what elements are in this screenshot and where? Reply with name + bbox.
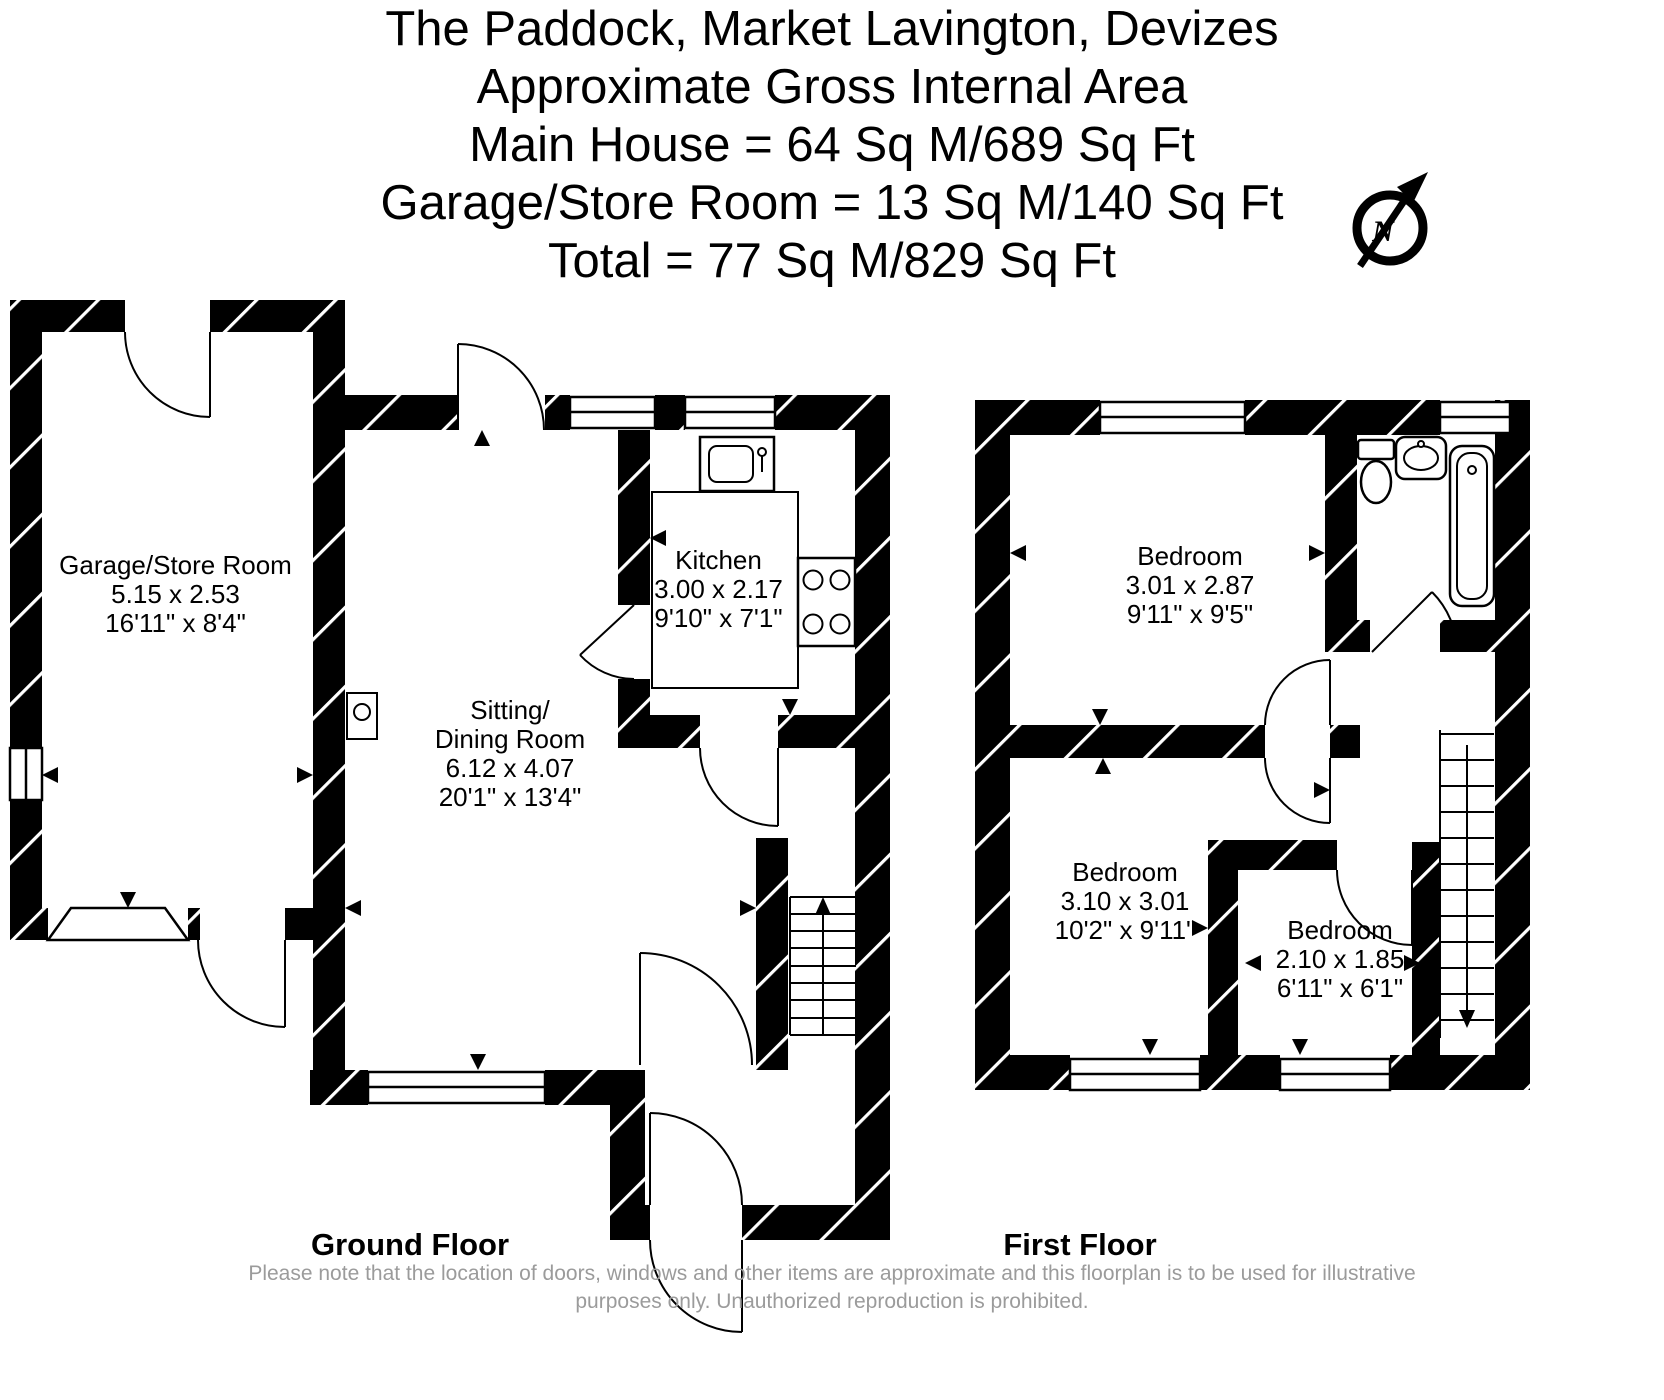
door-arc [457,343,545,431]
dimension-arrow [42,767,58,783]
room-label-garage: Garage/Store Room 5.15 x 2.53 16'11" x 8… [28,551,323,638]
door-arc [197,939,286,1028]
door-arc [649,1112,743,1206]
door-arc [639,952,753,1066]
header-total-area: Total = 77 Sq M/829 Sq Ft [548,234,1116,288]
room-dims-metric: 3.00 x 2.17 [654,574,783,604]
doors [124,331,1458,1333]
room-label-bedroom-2: Bedroom 3.10 x 3.01 10'2" x 9'11" [1010,858,1240,945]
room-dims-metric: 5.15 x 2.53 [111,579,240,609]
room-dims-imperial: 20'1" x 13'4" [438,782,582,812]
basin-icon [1394,435,1448,481]
room-dims-metric: 3.10 x 3.01 [1060,886,1190,916]
room-name: Garage/Store Room [59,550,292,580]
room-label-bedroom-1: Bedroom 3.01 x 2.87 9'11" x 9'5" [1085,542,1295,629]
dimension-arrow [1192,920,1208,936]
garage-door [45,906,191,942]
toilet-icon [1356,438,1396,505]
dimension-arrow [1095,758,1111,774]
room-dims-imperial: 16'11" x 8'4" [105,608,246,638]
stairs-up [789,896,856,1036]
header: The Paddock, Market Lavington, Devizes A… [0,0,1664,290]
window [8,746,44,802]
stove-icon [796,556,857,648]
ground-floor-label: Ground Floor [310,1227,510,1262]
dimension-arrow [120,892,136,908]
north-arrow-icon: N [1352,172,1428,268]
window [568,395,657,430]
dimension-arrows [42,430,1420,1070]
header-main-house-area: Main House = 64 Sq M/689 Sq Ft [469,118,1195,172]
window [366,1070,547,1105]
dimension-arrow [1142,1039,1158,1055]
dimension-arrow [1092,709,1108,725]
first-floor-plan [975,400,1530,1092]
door-arc [124,331,211,418]
dimension-arrow [297,767,313,783]
ground-floor-plan [8,300,890,1240]
room-name: Bedroom [1072,857,1178,887]
header-garage-area: Garage/Store Room = 13 Sq M/140 Sq Ft [380,176,1284,230]
room-name: Bedroom [1287,915,1393,945]
stairs-down [1439,730,1494,1038]
door-arc [1264,659,1331,726]
room-label-bedroom-3: Bedroom 2.10 x 1.85 6'11" x 6'1" [1252,916,1428,1003]
room-label-kitchen: Kitchen 3.00 x 2.17 9'10" x 7'1" [636,546,801,633]
disclaimer: Please note that the location of doors, … [0,1260,1664,1316]
header-subtitle: Approximate Gross Internal Area [476,60,1188,114]
kitchen-sink-icon [698,435,776,493]
dimension-arrow [470,1054,486,1070]
disclaimer-line: Please note that the location of doors, … [248,1262,1416,1285]
room-name: Dining Room [434,724,586,754]
dimension-arrow [1404,955,1420,971]
ground-floor-walls [10,300,890,1240]
dimension-arrow [1292,1039,1308,1055]
dimension-arrow [1314,782,1330,798]
dimension-arrow [1245,955,1261,971]
first-floor-windows [1068,400,1512,1092]
room-name: Kitchen [675,545,762,575]
room-dims-imperial: 9'11" x 9'5" [1126,599,1254,629]
header-title: The Paddock, Market Lavington, Devizes [385,2,1279,56]
first-floor-label: First Floor [1003,1227,1157,1262]
room-dims-imperial: 6'11" x 6'1" [1276,973,1404,1003]
dimension-arrow [345,900,361,916]
dimension-arrow [740,900,756,916]
dimension-arrow [1010,545,1026,561]
room-dims-imperial: 9'10" x 7'1" [654,603,783,633]
room-dims-imperial: 10'2" x 9'11" [1054,915,1196,945]
door-arc [579,604,635,680]
disclaimer-line: purposes only. Unauthorized reproduction… [575,1290,1089,1313]
bathtub-icon [1448,444,1496,608]
door-arc [649,1239,743,1333]
dimension-arrow [650,530,666,546]
compass-n-label: N [1371,215,1395,248]
dimension-arrow [1309,545,1325,561]
window [1098,400,1247,435]
window [1278,1057,1392,1092]
ground-floor-windows [8,395,777,1105]
first-floor-walls [975,400,1530,1090]
fireplace-icon [346,692,378,740]
room-label-sitting-dining: Sitting/ Dining Room 6.12 x 4.07 20'1" x… [375,696,645,812]
door-arc [1336,869,1413,946]
room-dims-metric: 2.10 x 1.85 [1275,944,1405,974]
room-dims-metric: 6.12 x 4.07 [445,753,575,783]
window [1438,400,1512,435]
dimension-arrow [474,430,490,446]
door-arc [1371,591,1458,653]
door-arc [699,747,779,827]
room-dims-metric: 3.01 x 2.87 [1125,570,1255,600]
room-name: Sitting/ [470,695,550,725]
room-name: Bedroom [1137,541,1243,571]
dimension-arrow [782,699,798,715]
door-arc [1264,757,1331,824]
window [1068,1057,1202,1092]
window [683,395,777,430]
